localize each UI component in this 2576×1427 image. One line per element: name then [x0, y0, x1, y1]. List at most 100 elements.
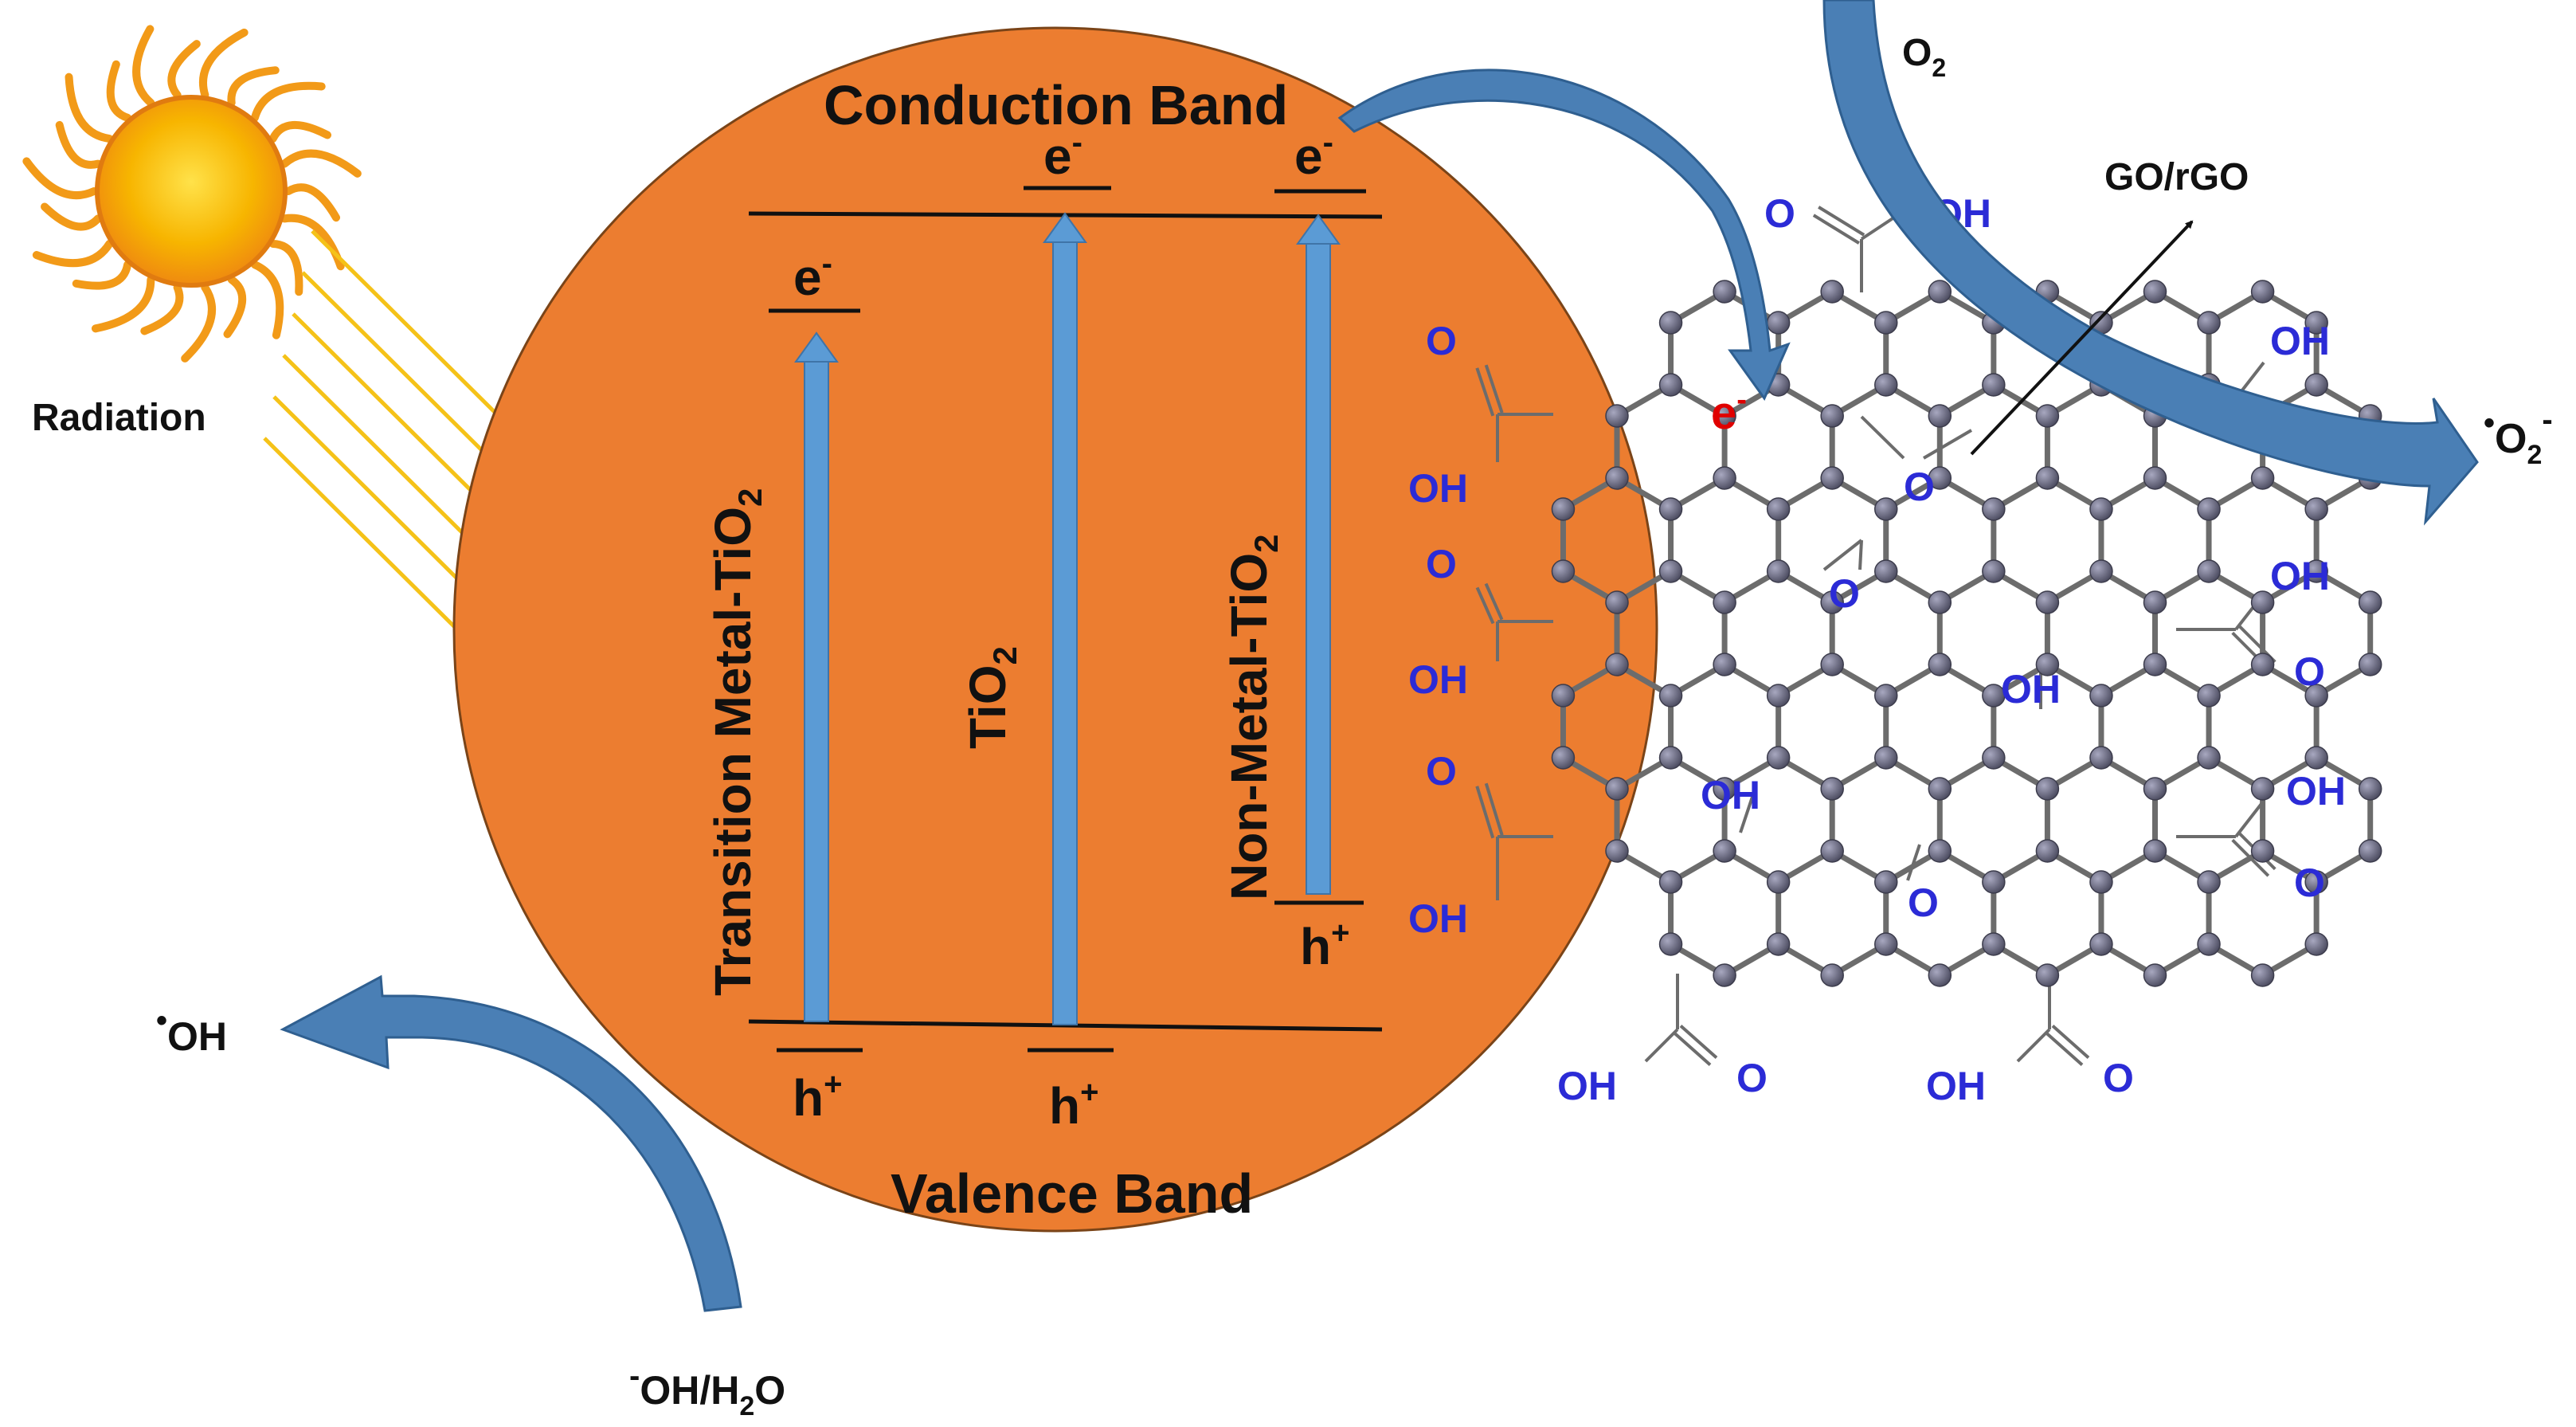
carbon-atom: [2304, 746, 2328, 770]
carbon-atom: [1605, 590, 1629, 614]
carbon-atom: [1658, 932, 1683, 956]
carbon-atom: [2197, 870, 2221, 894]
carbon-atom: [1766, 684, 1791, 708]
carbon-atom: [1713, 404, 1736, 428]
superoxide-radical-label: •O2-: [2484, 402, 2553, 470]
carbon-atom: [1928, 777, 1952, 801]
carbon-atom: [2250, 963, 2275, 987]
sun-ray: [268, 239, 303, 296]
sun-ray: [106, 60, 132, 122]
radiation-ray: [272, 395, 483, 604]
functional-group-label: O: [1908, 880, 1939, 925]
carbon-atom: [2197, 746, 2221, 770]
carbon-atom: [1551, 684, 1576, 708]
non-metal-electron-label: e-: [1294, 125, 1333, 185]
carbon-atom: [2250, 466, 2275, 490]
carbon-atom: [2250, 839, 2275, 863]
sun-icon: [22, 25, 362, 363]
carbon-atom: [1658, 311, 1683, 335]
tio2-hole-label: h+: [1049, 1075, 1098, 1135]
functional-group-label: O: [1736, 1056, 1768, 1100]
carbon-atom: [2089, 684, 2113, 708]
carbon-atom: [1874, 932, 1898, 956]
sun-ray: [41, 202, 102, 231]
carbon-atom: [1766, 497, 1791, 521]
carbon-atom: [1658, 373, 1683, 397]
carbon-atom: [1605, 653, 1629, 676]
carbon-atom: [2143, 777, 2167, 801]
functional-group-bond: [1475, 367, 1495, 417]
carbon-atom: [1928, 963, 1952, 987]
carbon-atom: [1551, 746, 1576, 770]
carbon-atom: [2089, 932, 2113, 956]
carbon-atom: [1766, 311, 1791, 335]
carbon-atom: [2250, 590, 2275, 614]
carbon-atom: [1713, 839, 1736, 863]
carbon-atom: [2250, 777, 2275, 801]
carbon-atom: [1605, 839, 1629, 863]
functional-group-bond: [1858, 539, 1863, 570]
non-metal-tio2-label: Non-Metal-TiO2: [1220, 535, 1285, 900]
functional-group-label: O: [1829, 571, 1860, 616]
carbon-atom: [2089, 497, 2113, 521]
functional-group-label: O: [2294, 861, 2325, 905]
carbon-atom: [1820, 466, 1844, 490]
carbon-atom: [1658, 559, 1683, 583]
carbon-atom: [1766, 746, 1791, 770]
carbon-atom: [1658, 870, 1683, 894]
carbon-atom: [2035, 963, 2060, 987]
sun-ray: [72, 261, 132, 290]
sun-ray: [250, 261, 284, 339]
carbon-atom: [1928, 839, 1952, 863]
transition-metal-tio2-label: Transition Metal-TiO2: [704, 488, 769, 996]
carbon-atom: [1874, 746, 1898, 770]
carbon-atom: [1820, 653, 1844, 676]
functional-group-bond: [2231, 838, 2270, 877]
carbon-atom: [2035, 590, 2060, 614]
band-gap-arrow-head: [1043, 212, 1087, 243]
carbon-atom: [2358, 839, 2382, 863]
sun-ray: [91, 275, 155, 333]
carbon-atom: [1658, 497, 1683, 521]
carbon-atom: [2197, 684, 2221, 708]
radiation-ray: [263, 437, 473, 645]
carbon-atom: [2358, 777, 2382, 801]
carbon-atom: [1820, 280, 1844, 304]
sun-ray: [22, 157, 98, 200]
transition-metal-hole-label: h+: [793, 1067, 842, 1127]
carbon-atom: [2250, 280, 2275, 304]
sun-ray: [227, 66, 280, 108]
functional-group-bond: [2045, 1031, 2084, 1066]
carbon-atom: [2143, 590, 2167, 614]
carbon-atom: [1820, 590, 1844, 614]
carbon-atom: [1713, 963, 1736, 987]
oxygen-molecule-label: O2: [1902, 32, 1946, 82]
carbon-atom: [2035, 653, 2060, 676]
carbon-atom: [1928, 280, 1952, 304]
functional-group-label: O: [1426, 319, 1457, 363]
functional-group-bond: [1475, 786, 1495, 839]
carbon-atom: [2197, 311, 2221, 335]
carbon-atom: [2304, 684, 2328, 708]
functional-group-labels: OOHOOHOOHOOHOHOOHOOHOOHOOHOOOOHOHO: [1408, 191, 2346, 1108]
carbon-atom: [1874, 684, 1898, 708]
carbon-atom: [1713, 466, 1736, 490]
hydroxyl-radical-label: •OH: [156, 1003, 227, 1059]
functional-group-label: OH: [1926, 1064, 1986, 1108]
functional-group-label: OH: [1408, 657, 1468, 702]
carbon-atom: [1713, 777, 1736, 801]
hydroxide-water-label: -OH/H2O: [629, 1358, 785, 1421]
carbon-atom: [2197, 559, 2221, 583]
radiation-label: Radiation: [32, 397, 206, 439]
carbon-atom: [2089, 746, 2113, 770]
sun-ray: [198, 28, 249, 100]
functional-group-label: O: [1426, 542, 1457, 586]
functional-group-bond: [1484, 782, 1504, 836]
carbon-atom: [1874, 559, 1898, 583]
carbon-atom: [2304, 311, 2328, 335]
carbon-atom: [2197, 932, 2221, 956]
carbon-atom: [1713, 280, 1736, 304]
carbon-atom: [1982, 932, 2006, 956]
carbon-atom: [1713, 590, 1736, 614]
